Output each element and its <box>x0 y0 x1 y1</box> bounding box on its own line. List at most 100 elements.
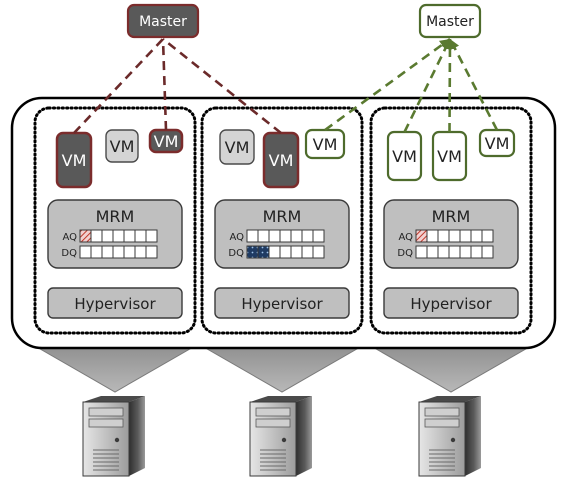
master-label: Master <box>426 14 474 30</box>
vm-label: VM <box>62 151 87 170</box>
vm-box: VM <box>478 128 516 158</box>
vm-box: VM <box>55 131 93 189</box>
queue-slot <box>459 245 472 259</box>
queue-slot <box>481 229 494 243</box>
queue-dq: DQ <box>61 245 158 259</box>
queue-aq: AQ <box>398 229 494 243</box>
queue-aq: AQ <box>229 229 325 243</box>
queue-slot <box>257 245 270 259</box>
queue-slot <box>459 229 472 243</box>
queue-slot <box>101 245 114 259</box>
server-icon <box>249 396 312 477</box>
queue-slot <box>279 245 292 259</box>
vm-label: VM <box>154 132 179 151</box>
vm-label: VM <box>437 147 462 166</box>
queue-slot <box>481 245 494 259</box>
control-link <box>161 38 168 131</box>
vm-label: VM <box>313 135 338 154</box>
vm-box: VM <box>431 130 468 182</box>
queue-slot <box>268 229 281 243</box>
hypervisor-label: Hypervisor <box>410 295 492 313</box>
vm-box: VM <box>262 131 300 189</box>
vm-box: VM <box>219 129 255 165</box>
queue-label: AQ <box>62 232 77 243</box>
queue-slot <box>301 245 314 259</box>
hypervisor-box: Hypervisor <box>383 287 519 319</box>
queue-slot <box>246 229 259 243</box>
server-icon <box>82 396 145 477</box>
vm-label: VM <box>392 147 417 166</box>
host-3: VM VM VM MRM AQ DQ Hypervisor <box>369 106 533 335</box>
mrm-label: MRM <box>96 207 135 226</box>
queue-dq: DQ <box>228 245 325 259</box>
queue-slot <box>415 229 428 243</box>
server-icon <box>418 396 481 477</box>
mrm-box: MRM AQ DQ <box>383 199 519 269</box>
host-boundary <box>200 106 364 335</box>
queue-slot <box>448 245 461 259</box>
vm-box: VM <box>386 130 423 182</box>
queue-label: AQ <box>398 232 413 243</box>
vm-box: VM <box>304 128 346 160</box>
queue-slot <box>145 245 158 259</box>
queue-slot <box>79 245 92 259</box>
queue-slot <box>145 229 158 243</box>
queue-slot <box>437 245 450 259</box>
queue-slot <box>312 229 325 243</box>
queue-slot <box>123 229 136 243</box>
queue-slot <box>470 229 483 243</box>
control-link <box>162 37 282 135</box>
vm-label: VM <box>269 151 294 170</box>
master-node: Master <box>126 3 200 39</box>
vm-box: VM <box>148 128 184 154</box>
vm-label: VM <box>110 137 135 156</box>
queue-slot <box>268 245 281 259</box>
queue-label: AQ <box>229 232 244 243</box>
queue-slot <box>426 245 439 259</box>
queue-slot <box>426 229 439 243</box>
queue-slot <box>123 245 136 259</box>
queue-slot <box>246 245 259 259</box>
host-boundary <box>33 106 197 335</box>
control-link <box>448 38 499 131</box>
queue-slot <box>279 229 292 243</box>
vm-box: VM <box>105 129 139 163</box>
control-link <box>73 38 164 134</box>
vm-label: VM <box>485 134 510 153</box>
hypervisor-label: Hypervisor <box>241 295 323 313</box>
hypervisor-box: Hypervisor <box>214 287 350 319</box>
queue-slot <box>90 245 103 259</box>
queue-slot <box>290 229 303 243</box>
queue-label: DQ <box>228 248 244 259</box>
queue-slot <box>79 229 92 243</box>
queue-slot <box>134 245 147 259</box>
queue-label: DQ <box>397 248 413 259</box>
queue-slot <box>312 245 325 259</box>
queue-slot <box>301 229 314 243</box>
queue-slot <box>470 245 483 259</box>
master-node: Master <box>418 3 482 39</box>
master-label: Master <box>139 14 187 30</box>
queue-slot <box>437 229 450 243</box>
queue-slot <box>134 229 147 243</box>
hypervisor-label: Hypervisor <box>74 295 156 313</box>
queue-dq: DQ <box>397 245 494 259</box>
host-mapping-funnel <box>369 345 533 393</box>
mrm-box: MRM AQ DQ <box>47 199 183 269</box>
mrm-label: MRM <box>432 207 471 226</box>
queue-slot <box>112 245 125 259</box>
queue-slot <box>448 229 461 243</box>
queue-label: DQ <box>61 248 77 259</box>
queue-slot <box>415 245 428 259</box>
queue-slot <box>90 229 103 243</box>
host-mapping-funnel <box>33 345 197 393</box>
queue-slot <box>101 229 114 243</box>
host-boundary <box>369 106 533 335</box>
queue-slot <box>257 229 270 243</box>
queue-aq: AQ <box>62 229 158 243</box>
queue-slot <box>290 245 303 259</box>
vm-label: VM <box>225 138 250 157</box>
